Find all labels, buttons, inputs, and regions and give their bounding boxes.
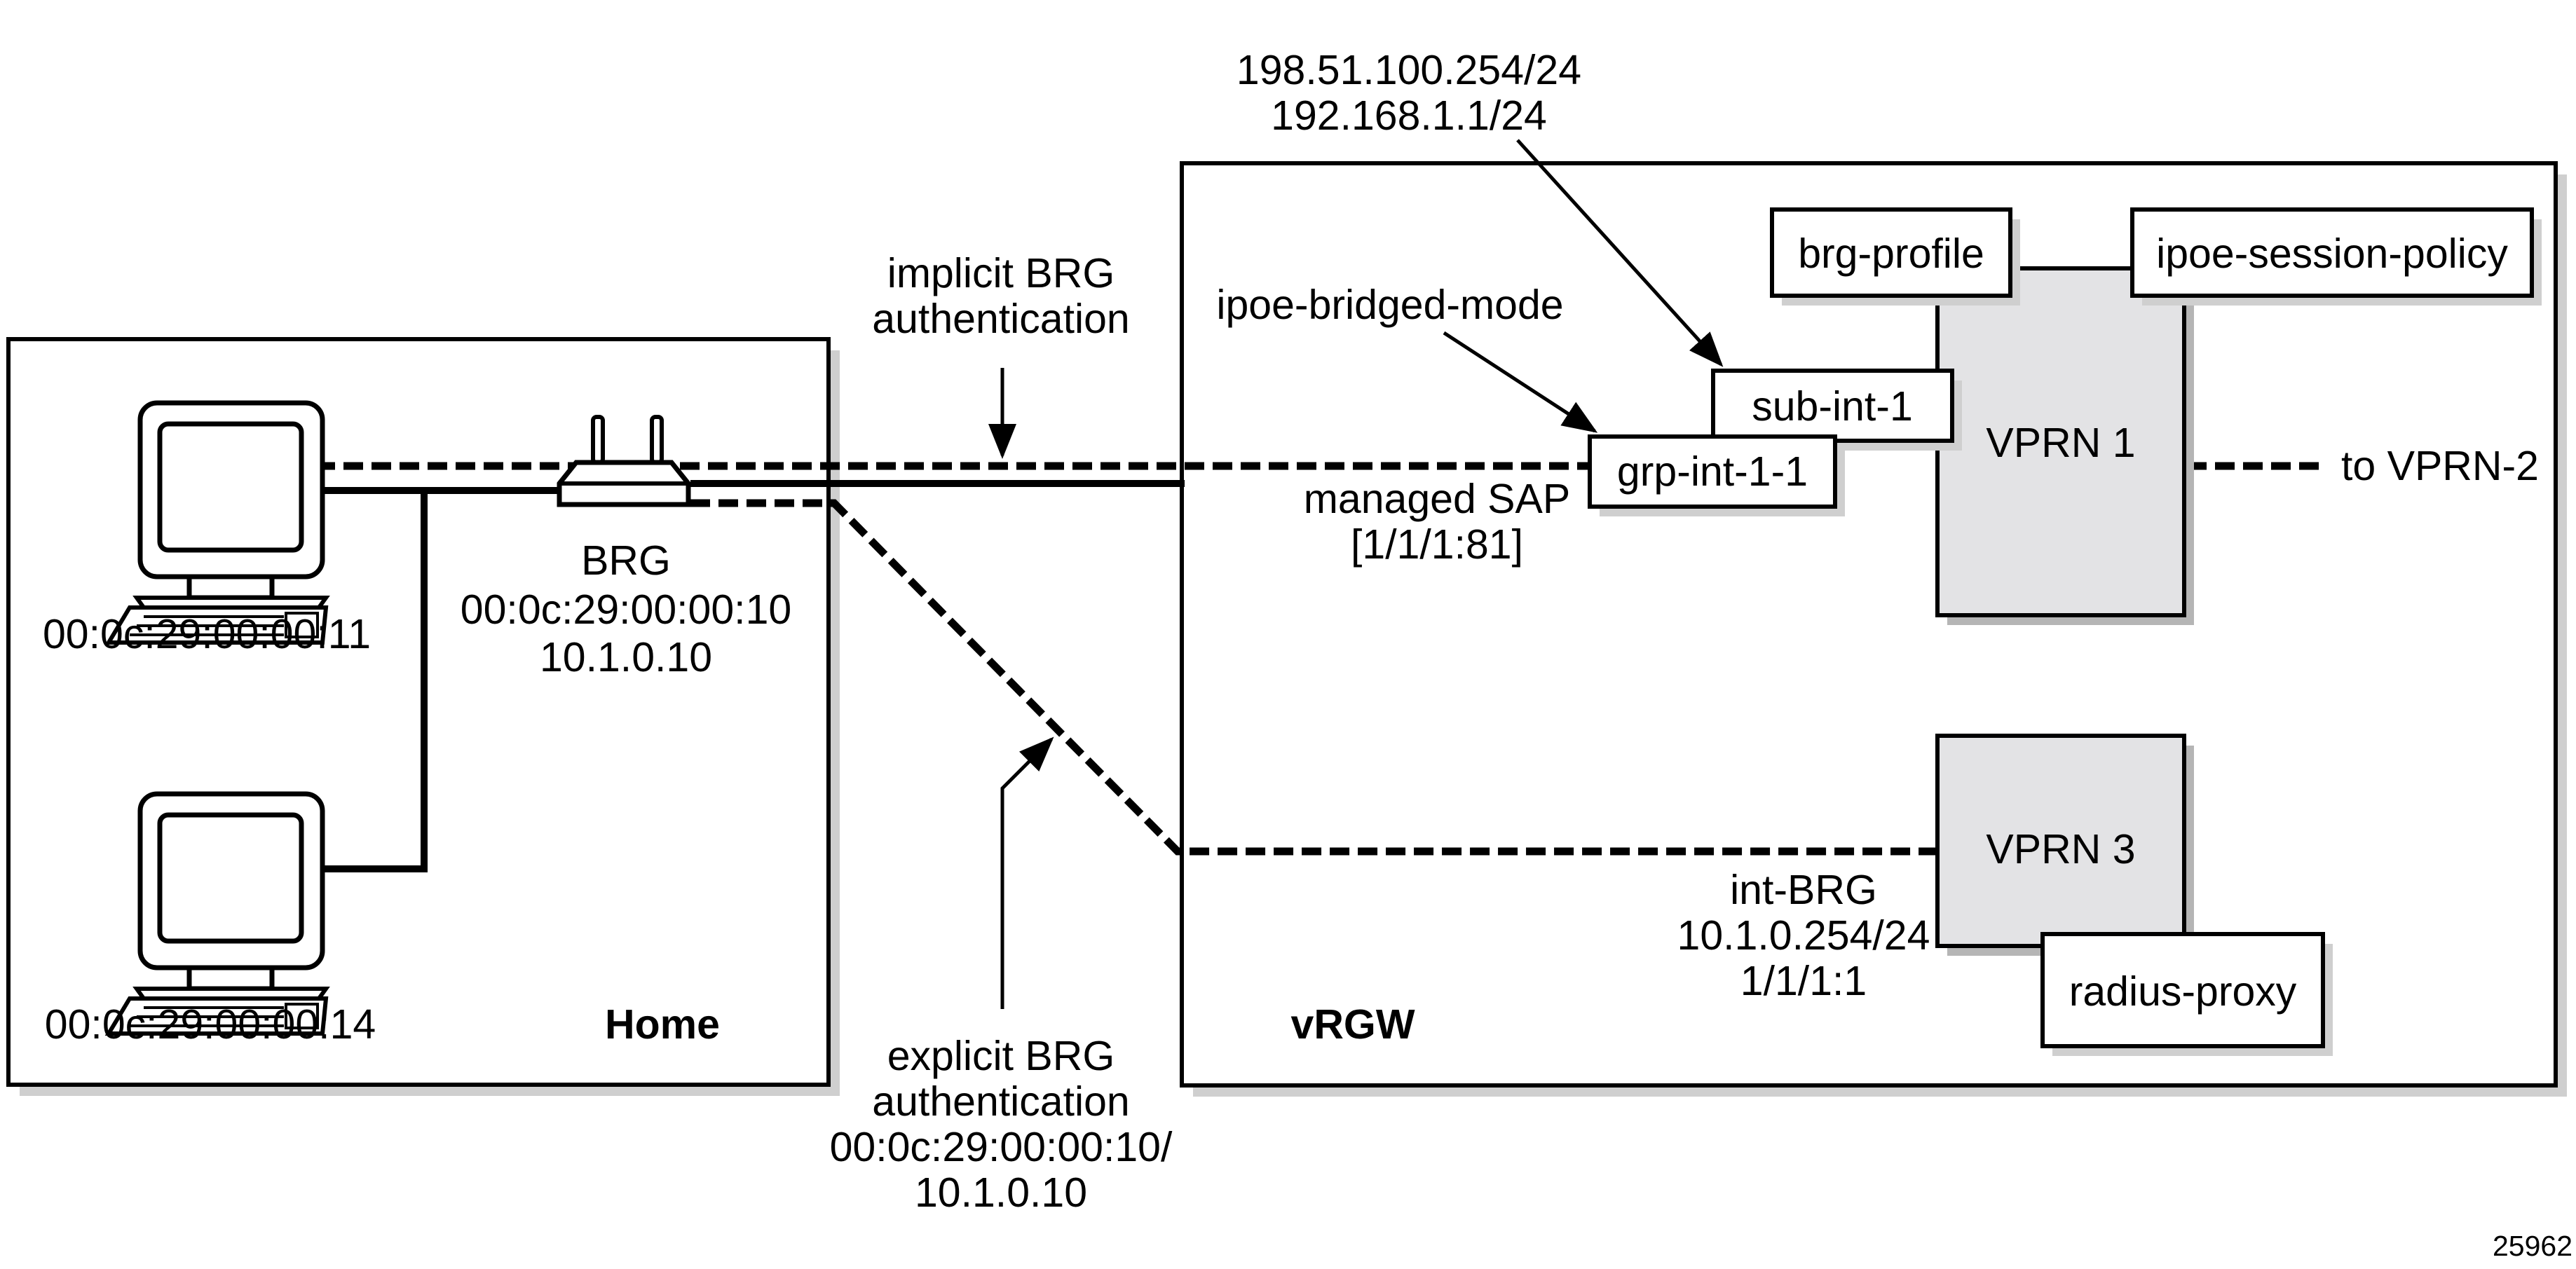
bridged-mode-arrow xyxy=(1443,331,1598,433)
ipoe-bridged-mode-label: ipoe-bridged-mode xyxy=(1216,282,1563,328)
sub-int-address-2: 192.168.1.1/24 xyxy=(1271,92,1547,139)
explicit-auth-label-4: 10.1.0.10 xyxy=(915,1169,1087,1216)
ipoe-session-policy-label: ipoe-session-policy xyxy=(2156,231,2508,277)
int-brg-label: int-BRG xyxy=(1730,867,1877,913)
implicit-auth-label-2: authentication xyxy=(872,296,1129,342)
links xyxy=(287,268,2324,872)
brg-router-icon xyxy=(557,415,691,507)
radius-proxy-label: radius-proxy xyxy=(2069,968,2297,1015)
brg-ip-label: 10.1.0.10 xyxy=(540,634,712,680)
sub-int-label: sub-int-1 xyxy=(1752,383,1913,430)
managed-sap-id: [1/1/1:81] xyxy=(1351,521,1523,568)
ipoe-session-policy-box xyxy=(2130,207,2542,306)
to-vprn2-label: to VPRN-2 xyxy=(2341,443,2539,489)
vprn-1-box xyxy=(1935,266,2194,625)
grp-int-box xyxy=(1588,434,1845,516)
vrgw-box xyxy=(1180,161,2567,1097)
brg-mac-label: 00:0c:29:00:00:10 xyxy=(461,587,791,633)
grp-int-label: grp-int-1-1 xyxy=(1617,448,1808,495)
lan-drop-pc2 xyxy=(287,491,428,872)
brg-profile-box xyxy=(1770,207,2020,306)
int-brg-address: 10.1.0.254/24 xyxy=(1677,912,1930,959)
pc-2-mac-label: 00:0c:29:00:00:14 xyxy=(45,1001,376,1048)
explicit-auth-label-1: explicit BRG xyxy=(887,1033,1115,1079)
int-brg-sap: 1/1/1:1 xyxy=(1740,958,1867,1004)
brg-profile-label: brg-profile xyxy=(1798,231,1984,277)
explicit-auth-arrow xyxy=(1000,736,1054,1009)
pc-1-mac-label: 00:0c:29:00:00:11 xyxy=(43,611,371,657)
home-title: Home xyxy=(605,1001,720,1048)
figure-id: 25962 xyxy=(2493,1230,2572,1262)
implicit-auth-label-1: implicit BRG xyxy=(887,250,1115,296)
pc-1-icon xyxy=(104,400,330,645)
vprn-3-box xyxy=(1935,734,2194,956)
radius-proxy-box xyxy=(2040,932,2333,1056)
pc-2-icon xyxy=(104,791,330,1036)
managed-sap-label: managed SAP xyxy=(1304,476,1570,522)
vrgw-title: vRGW xyxy=(1291,1001,1415,1048)
sub-int-address-1: 198.51.100.254/24 xyxy=(1236,47,1581,93)
arrows xyxy=(988,139,1724,1009)
explicit-auth-label-2: authentication xyxy=(872,1078,1129,1125)
subnet-arrow xyxy=(1516,139,1724,367)
explicit-session-line xyxy=(690,499,1942,856)
brg-name-label: BRG xyxy=(581,537,671,584)
explicit-auth-label-3: 00:0c:29:00:00:10/ xyxy=(830,1124,1173,1170)
vprn-1-label: VPRN 1 xyxy=(1986,420,2135,466)
vprn-3-label: VPRN 3 xyxy=(1986,826,2135,872)
